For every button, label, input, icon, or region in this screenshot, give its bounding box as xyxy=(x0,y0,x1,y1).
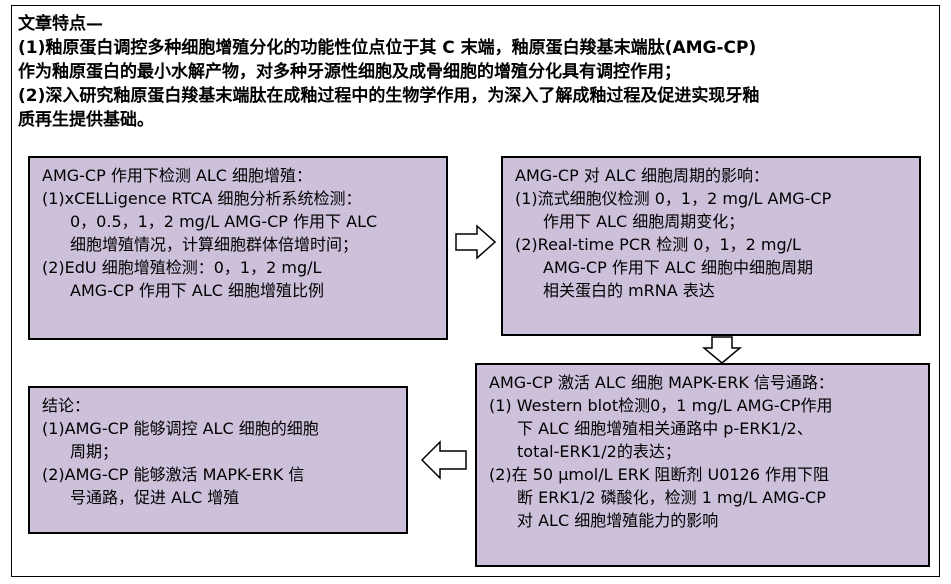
intro-line: 质再生提供基础。 xyxy=(18,110,154,130)
box-title: AMG-CP 对 ALC 细胞周期的影响： xyxy=(515,166,770,185)
arrow-right-icon xyxy=(455,224,497,260)
box-title: 结论： xyxy=(42,396,91,415)
article-features: 文章特点— (1)釉原蛋白调控多种细胞增殖分化的功能性位点位于其 C 末端，釉原… xyxy=(18,12,933,132)
box-line: (2)Real-time PCR 检测 0，1，2 mg/L xyxy=(515,235,801,254)
box-line: (1)xCELLigence RTCA 细胞分析系统检测： xyxy=(42,189,362,208)
box-line: (1)流式细胞仪检测 0，1，2 mg/L AMG-CP xyxy=(515,189,832,208)
box-line: 号通路，促进 ALC 增殖 xyxy=(70,488,240,507)
box-title: AMG-CP 作用下检测 ALC 细胞增殖： xyxy=(42,166,313,185)
box-line: (2)AMG-CP 能够激活 MAPK-ERK 信 xyxy=(42,465,305,484)
cell-cycle-box: AMG-CP 对 ALC 细胞周期的影响： (1)流式细胞仪检测 0，1，2 m… xyxy=(501,156,921,336)
intro-heading: 文章特点— xyxy=(18,14,103,34)
intro-line: (1)釉原蛋白调控多种细胞增殖分化的功能性位点位于其 C 末端，釉原蛋白羧基末端… xyxy=(18,38,757,58)
box-line: 下 ALC 细胞增殖相关通路中 p-ERK1/2、 xyxy=(517,419,813,438)
arrow-left-icon xyxy=(420,440,467,480)
box-line: total-ERK1/2的表达； xyxy=(517,442,681,461)
box-line: 细胞增殖情况，计算细胞群体倍增时间； xyxy=(70,235,359,254)
box-line: (1) Western blot检测0，1 mg/L AMG-CP作用 xyxy=(489,396,833,415)
box-line: 相关蛋白的 mRNA 表达 xyxy=(543,281,715,300)
conclusion-box: 结论： (1)AMG-CP 能够调控 ALC 细胞的细胞 周期； (2)AMG-… xyxy=(28,386,408,534)
box-title: AMG-CP 激活 ALC 细胞 MAPK-ERK 信号通路： xyxy=(489,373,834,392)
proliferation-box: AMG-CP 作用下检测 ALC 细胞增殖： (1)xCELLigence RT… xyxy=(28,156,448,340)
box-line: AMG-CP 作用下 ALC 细胞中细胞周期 xyxy=(543,258,814,277)
arrow-down-icon xyxy=(702,336,742,364)
box-line: 0，0.5，1，2 mg/L AMG-CP 作用下 ALC xyxy=(70,212,378,231)
intro-line: (2)深入研究釉原蛋白羧基末端肽在成釉过程中的生物学作用，为深入了解成釉过程及促… xyxy=(18,86,760,106)
box-line: 作用下 ALC 细胞周期变化； xyxy=(543,212,745,231)
box-line: (2)EdU 细胞增殖检测：0，1，2 mg/L xyxy=(42,258,322,277)
box-line: 对 ALC 细胞增殖能力的影响 xyxy=(517,511,719,530)
box-line: (1)AMG-CP 能够调控 ALC 细胞的细胞 xyxy=(42,419,319,438)
box-line: 周期； xyxy=(70,442,119,461)
box-line: (2)在 50 μmol/L ERK 阻断剂 U0126 作用下阻 xyxy=(489,465,829,484)
intro-line: 作为釉原蛋白的最小水解产物，对多种牙源性细胞及成骨细胞的增殖分化具有调控作用； xyxy=(18,62,681,82)
mapk-erk-box: AMG-CP 激活 ALC 细胞 MAPK-ERK 信号通路： (1) West… xyxy=(475,363,930,567)
box-line: AMG-CP 作用下 ALC 细胞增殖比例 xyxy=(70,281,325,300)
box-line: 断 ERK1/2 磷酸化，检测 1 mg/L AMG-CP xyxy=(517,488,826,507)
